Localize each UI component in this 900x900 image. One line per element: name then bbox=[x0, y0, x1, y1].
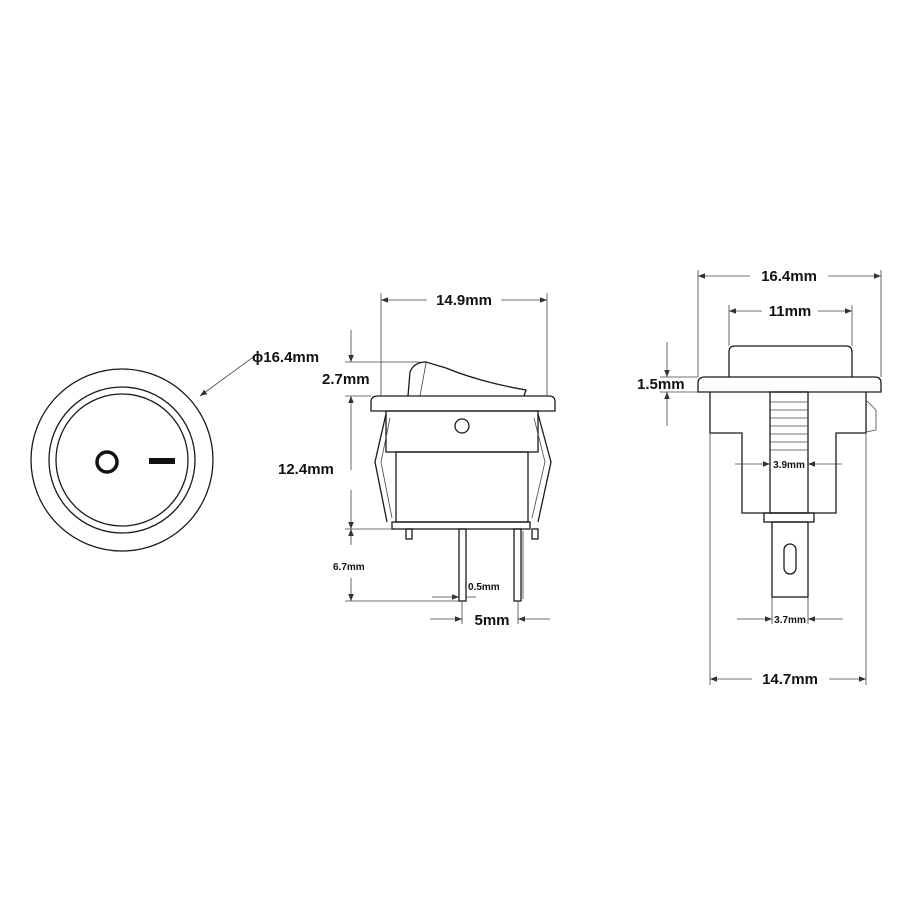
end-bezel-width-label: 16.4mm bbox=[761, 268, 817, 285]
end-bezel bbox=[697, 376, 882, 393]
upper-housing bbox=[385, 410, 539, 453]
left-retaining-clip-inner bbox=[380, 417, 393, 519]
body-height-label: 12.4mm bbox=[278, 461, 334, 478]
end-rocker-width-label: 11mm bbox=[769, 303, 812, 320]
stem-ribs bbox=[770, 401, 808, 451]
end-clip-right bbox=[865, 399, 877, 411]
bezel-outer-ring bbox=[30, 368, 214, 552]
on-symbol-icon bbox=[149, 458, 175, 464]
lower-housing bbox=[395, 451, 529, 523]
terminal-pitch-label: 5mm bbox=[474, 612, 509, 629]
rocker-height-label: 2.7mm bbox=[322, 371, 370, 388]
terminal-base bbox=[391, 521, 531, 530]
front-view: ϕ16.4mm bbox=[30, 349, 319, 552]
terminal-2 bbox=[513, 528, 522, 602]
off-symbol-icon bbox=[95, 450, 119, 474]
end-clip-right-3 bbox=[865, 429, 877, 433]
end-terminal bbox=[771, 521, 809, 598]
right-retaining-clip-inner bbox=[531, 417, 546, 519]
end-view: 16.4mm 11mm 1.5mm 3.9mm 3.7mm 14.7mm bbox=[637, 268, 882, 688]
end-rocker bbox=[728, 345, 853, 377]
right-retaining-clip bbox=[537, 413, 552, 523]
indicator-hole bbox=[454, 418, 470, 434]
bezel-flange bbox=[370, 395, 556, 412]
diameter-label: ϕ16.4mm bbox=[252, 349, 319, 366]
end-base-plate bbox=[763, 512, 815, 523]
diameter-leader bbox=[199, 354, 257, 397]
side-view: 14.9mm 2.7mm 12.4mm 6.7mm 0.5mm 5mm bbox=[278, 292, 556, 629]
rocker bbox=[407, 361, 527, 397]
terminal-length-label: 6.7mm bbox=[333, 562, 365, 573]
stem-width-label: 3.9mm bbox=[773, 460, 805, 471]
end-bezel-thickness-label: 1.5mm bbox=[637, 376, 685, 393]
side-width-label: 14.9mm bbox=[436, 292, 492, 309]
terminal-width-label: 3.7mm bbox=[774, 615, 806, 626]
terminal-thickness-label: 0.5mm bbox=[468, 582, 500, 593]
end-body-width-label: 14.7mm bbox=[762, 671, 818, 688]
left-peg bbox=[405, 528, 413, 540]
terminal-1 bbox=[458, 528, 467, 602]
bezel-inner-ring bbox=[48, 386, 196, 534]
rocker-crease bbox=[419, 362, 427, 397]
right-peg bbox=[531, 528, 539, 540]
terminal-slot bbox=[783, 543, 797, 575]
left-retaining-clip bbox=[374, 413, 388, 523]
rocker-face bbox=[55, 393, 189, 527]
